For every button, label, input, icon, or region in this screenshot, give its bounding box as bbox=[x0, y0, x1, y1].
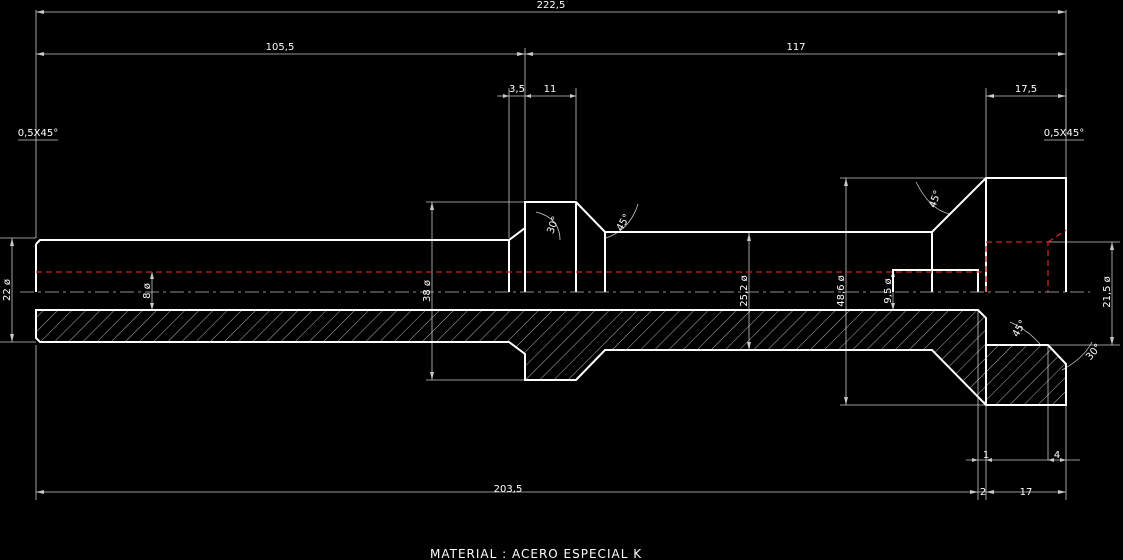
dimension-lines bbox=[0, 10, 1120, 500]
hidden-bore-lines bbox=[36, 229, 1067, 292]
chamfer-left-label: 0,5X45° bbox=[18, 128, 58, 139]
dim-bottom-length: 203,5 bbox=[494, 484, 523, 495]
part-upper-outline bbox=[35, 177, 1067, 292]
material-title: MATERIAL : ACERO ESPECIAL K bbox=[430, 547, 642, 560]
diam-25-2: 25,2 ø bbox=[739, 275, 750, 307]
dim-right-length: 117 bbox=[786, 42, 805, 53]
dim-step-b: 11 bbox=[544, 84, 557, 95]
chamfer-right-label: 0,5X45° bbox=[1044, 128, 1084, 139]
diam-22: 22 ø bbox=[2, 279, 13, 301]
diam-8: 8 ø bbox=[142, 283, 153, 299]
dim-left-length: 105,5 bbox=[266, 42, 295, 53]
angle-45-bore: 45° bbox=[1011, 318, 1029, 339]
diam-9-5: 9,5 ø bbox=[883, 278, 894, 303]
dim-step-a: 3,5 bbox=[509, 84, 525, 95]
dim-bottom-2: 2 bbox=[980, 487, 986, 498]
part-section-hatched bbox=[35, 309, 1067, 406]
angle-45-step: 45° bbox=[615, 212, 633, 233]
diam-38: 38 ø bbox=[422, 280, 433, 302]
dim-bottom-17: 17 bbox=[1020, 487, 1033, 498]
dim-head-length: 17,5 bbox=[1015, 84, 1037, 95]
diam-21-5: 21,5 ø bbox=[1102, 276, 1113, 308]
dim-bottom-1: 1 bbox=[983, 450, 989, 461]
diam-48-6: 48,6 ø bbox=[836, 275, 847, 307]
angle-45-head: 45° bbox=[927, 189, 943, 209]
dimension-labels: 222,5 105,5 117 3,5 11 17,5 0,5X45° 0,5X… bbox=[2, 0, 1113, 498]
dim-total-length: 222,5 bbox=[537, 0, 566, 11]
dim-bottom-4: 4 bbox=[1054, 450, 1060, 461]
